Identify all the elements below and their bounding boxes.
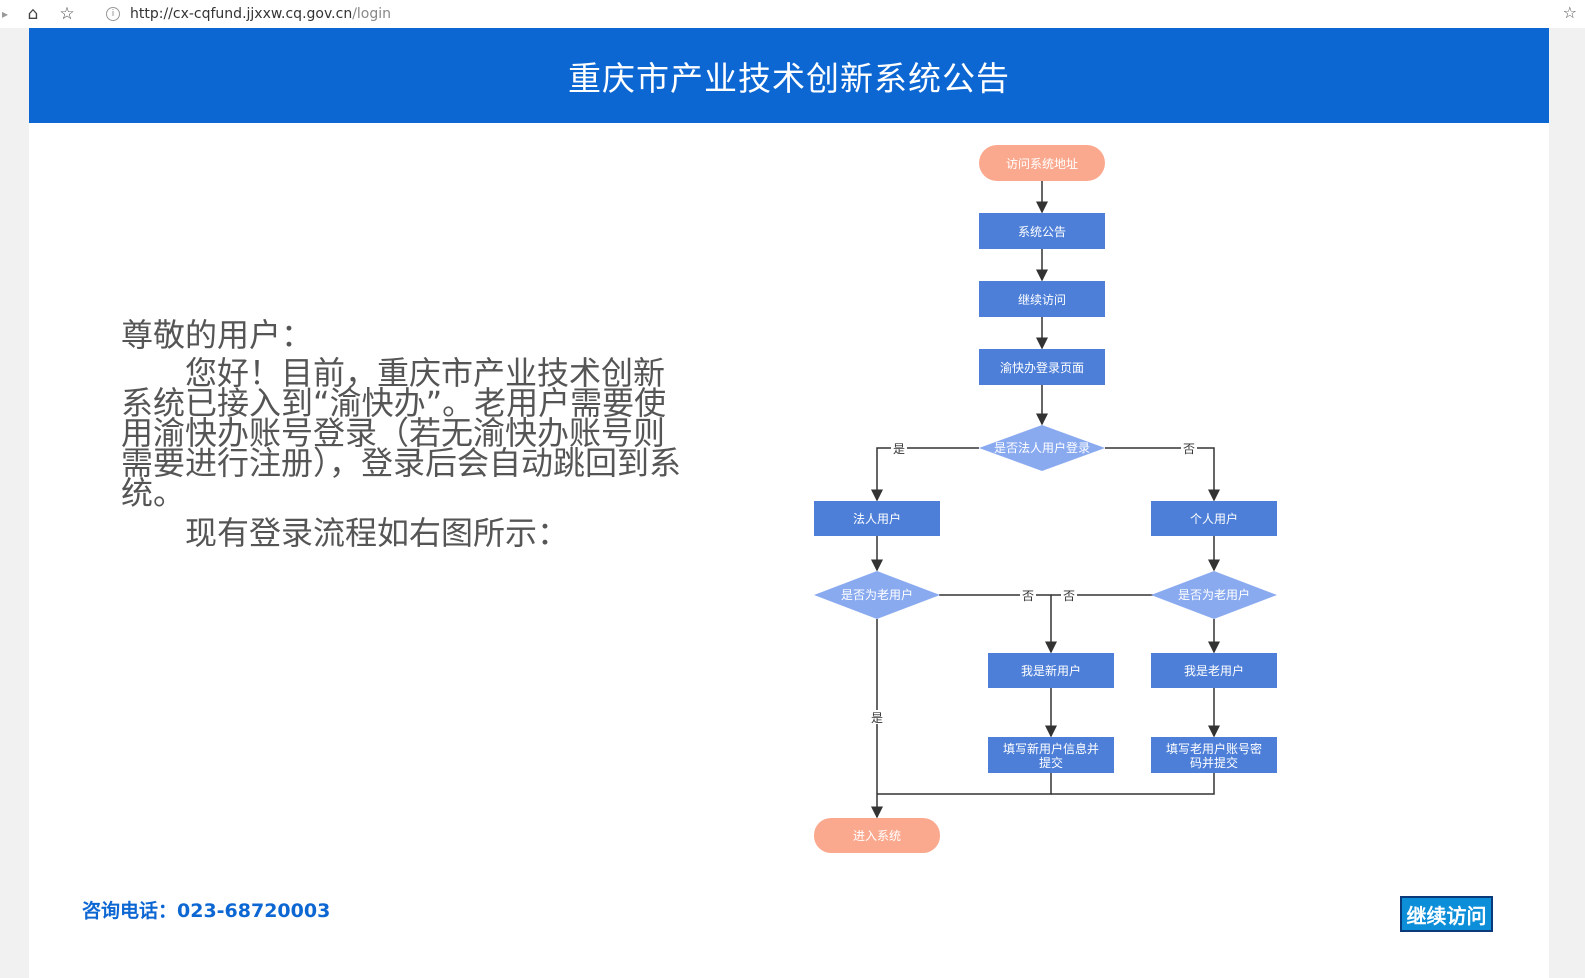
home-icon[interactable]: ⌂	[27, 4, 39, 24]
decision-old-user-right: 是否为老用户	[1151, 571, 1277, 619]
node-old-user: 我是老用户	[1151, 653, 1277, 688]
bookmark-star-icon[interactable]: ☆	[59, 4, 75, 24]
node-start-label: 访问系统地址	[1006, 157, 1078, 171]
url-host: http://cx-cqfund.jjxxw.cq.gov.cn	[130, 6, 353, 22]
consult-phone: 咨询电话：023-68720003	[82, 900, 331, 922]
notice-flow-intro: 现有登录流程如右图所示：	[185, 514, 570, 552]
decision-legal-login-label: 是否法人用户登录	[994, 440, 1090, 455]
node-login-page-label: 渝快办登录页面	[1000, 360, 1084, 375]
edge-label-yes: 是	[893, 442, 905, 456]
announcement-page: 重庆市产业技术创新系统公告 尊敬的用户： 您好！目前，重庆市产业技术创新系统已接…	[29, 28, 1549, 978]
node-announcement: 系统公告	[979, 213, 1105, 249]
node-enter-system-label: 进入系统	[853, 829, 901, 843]
node-old-user-label: 我是老用户	[1184, 663, 1244, 678]
page-header: 重庆市产业技术创新系统公告	[29, 28, 1549, 123]
notice-greeting: 尊敬的用户：	[121, 316, 314, 354]
notice-text: 尊敬的用户： 您好！目前，重庆市产业技术创新系统已接入到“渝快办”。老用户需要使…	[121, 316, 682, 552]
node-start: 访问系统地址	[979, 145, 1105, 181]
node-enter-system: 进入系统	[814, 818, 940, 853]
node-announcement-label: 系统公告	[1018, 225, 1066, 239]
node-legal-user-label: 法人用户	[853, 511, 901, 526]
decision-legal-login: 是否法人用户登录	[979, 425, 1105, 471]
edge-label-yes: 是	[871, 711, 883, 725]
decision-old-user-left-label: 是否为老用户	[841, 587, 913, 602]
edge-label-no: 否	[1183, 442, 1195, 456]
login-flowchart: 是 否 否 否 是 访问系统地址 系统公告 继续访问 渝快办登录页面	[814, 145, 1277, 853]
node-continue: 继续访问	[979, 281, 1105, 317]
address-bar[interactable]: i http://cx-cqfund.jjxxw.cq.gov.cn/login	[106, 6, 391, 22]
page-title: 重庆市产业技术创新系统公告	[568, 58, 1010, 98]
info-icon[interactable]: i	[106, 7, 120, 21]
browser-toolbar: ▸ ⌂ ☆ i http://cx-cqfund.jjxxw.cq.gov.cn…	[0, 0, 1585, 28]
decision-old-user-right-label: 是否为老用户	[1178, 587, 1250, 602]
node-fill-old-user: 填写老用户账号密 码并提交	[1151, 737, 1277, 773]
bookmark-page-icon[interactable]: ☆	[1562, 3, 1577, 22]
flowchart-edge-labels: 是 否 否 否 是	[869, 441, 1197, 725]
node-fill-new-user-line1: 填写新用户信息并	[1003, 741, 1099, 756]
edge-label-no: 否	[1022, 589, 1034, 603]
node-fill-old-user-line1: 填写老用户账号密	[1166, 741, 1262, 756]
node-personal-user: 个人用户	[1151, 501, 1277, 536]
node-fill-old-user-line2: 码并提交	[1190, 755, 1238, 770]
node-fill-new-user: 填写新用户信息并 提交	[988, 737, 1114, 773]
back-arrow-icon[interactable]: ▸	[1, 7, 9, 21]
node-login-page: 渝快办登录页面	[979, 349, 1105, 385]
node-fill-new-user-line2: 提交	[1039, 755, 1063, 770]
node-new-user: 我是新用户	[988, 653, 1114, 688]
node-new-user-label: 我是新用户	[1021, 663, 1081, 678]
continue-visit-button[interactable]: 继续访问	[1400, 896, 1493, 932]
node-continue-label: 继续访问	[1018, 293, 1066, 307]
node-personal-user-label: 个人用户	[1190, 511, 1238, 526]
decision-old-user-left: 是否为老用户	[814, 571, 940, 619]
notice-body: 您好！目前，重庆市产业技术创新系统已接入到“渝快办”。老用户需要使用渝快办账号登…	[121, 354, 682, 512]
node-legal-user: 法人用户	[814, 501, 940, 536]
edge-label-no: 否	[1063, 589, 1075, 603]
flowchart-connectors	[871, 181, 1220, 819]
url-path: /login	[352, 6, 392, 22]
